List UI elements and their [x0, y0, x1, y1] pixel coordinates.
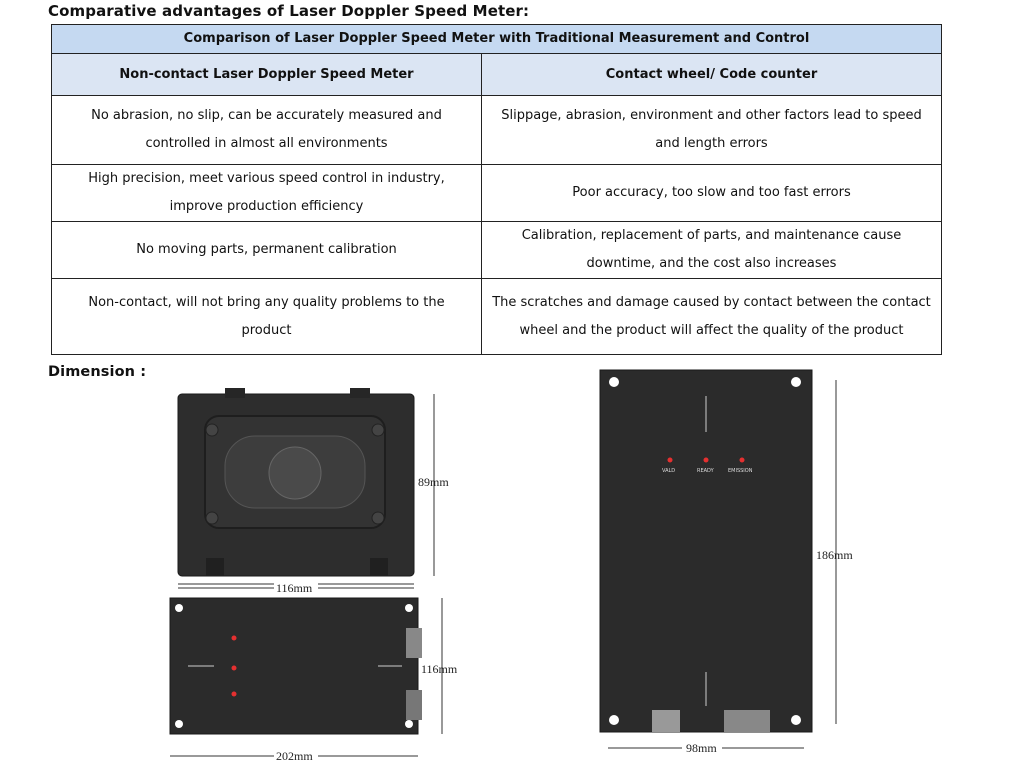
table-row: High precision, meet various speed contr… — [51, 164, 942, 222]
comparison-table: Comparison of Laser Doppler Speed Meter … — [51, 24, 942, 355]
led-indicator — [231, 691, 237, 697]
table-cell: Non-contact, will not bring any quality … — [51, 278, 482, 355]
table-cell: Calibration, replacement of parts, and m… — [481, 221, 942, 279]
table-cell: Poor accuracy, too slow and too fast err… — [481, 164, 942, 222]
top-height-label: 186mm — [816, 548, 853, 562]
led-indicator — [231, 665, 237, 671]
front-width-label: 116mm — [276, 581, 313, 595]
table-title-row: Comparison of Laser Doppler Speed Meter … — [51, 24, 942, 54]
side-width-label: 202mm — [276, 749, 313, 763]
table-cell: High precision, meet various speed contr… — [51, 164, 482, 222]
led-indicator-ready — [703, 457, 709, 463]
table-cell: The scratches and damage caused by conta… — [481, 278, 942, 355]
column-header-contact: Contact wheel/ Code counter — [481, 53, 942, 96]
led-indicator — [231, 635, 237, 641]
table-row: No abrasion, no slip, can be accurately … — [51, 95, 942, 165]
table-header-row: Non-contact Laser Doppler Speed Meter Co… — [51, 53, 942, 96]
section-heading-dimension: Dimension : — [48, 364, 147, 380]
column-header-laser: Non-contact Laser Doppler Speed Meter — [51, 53, 482, 96]
side-view-drawing: 116mm 202mm — [169, 597, 458, 763]
table-row: Non-contact, will not bring any quality … — [51, 278, 942, 355]
table-cell: No moving parts, permanent calibration — [51, 221, 482, 279]
led-label-ready: READY — [697, 468, 715, 474]
front-view-drawing: 89mm — [177, 388, 449, 585]
front-height-label: 89mm — [418, 475, 449, 489]
led-label-emission: EMISSION — [728, 468, 753, 474]
top-width-label: 98mm — [686, 741, 717, 755]
table-row: No moving parts, permanent calibration C… — [51, 221, 942, 279]
table-title: Comparison of Laser Doppler Speed Meter … — [51, 24, 942, 54]
led-indicator-vald — [667, 457, 673, 463]
top-view-drawing: VALD READY EMISSION 186mm 98mm — [599, 369, 853, 755]
table-cell: Slippage, abrasion, environment and othe… — [481, 95, 942, 165]
front-width-dimension: 116mm — [178, 580, 414, 595]
led-label-vald: VALD — [662, 468, 675, 474]
led-indicator-emission — [739, 457, 745, 463]
table-cell: No abrasion, no slip, can be accurately … — [51, 95, 482, 165]
side-height-label: 116mm — [421, 662, 458, 676]
section-heading-advantages: Comparative advantages of Laser Doppler … — [48, 2, 530, 20]
